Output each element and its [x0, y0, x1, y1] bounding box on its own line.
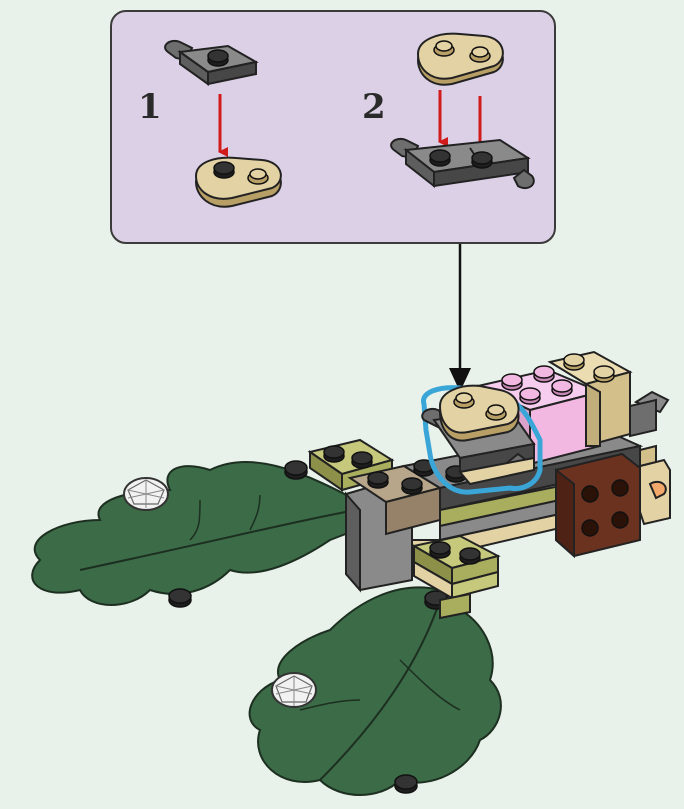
substep-1-tan-oval-plate [194, 156, 282, 208]
substep-1-clip-plate [164, 40, 259, 86]
left-leaf [31, 460, 357, 608]
callout-arrow-head [449, 368, 471, 392]
gray-clip-right [629, 390, 670, 438]
tan-pieces-right [639, 444, 671, 526]
gem-left [123, 477, 169, 511]
brown-tile [555, 452, 641, 559]
bottom-leaf [248, 586, 502, 796]
substep-2-tan-oval-plate [416, 32, 504, 86]
tan-brick [547, 350, 633, 448]
gem-right [271, 672, 317, 708]
olive-plates-bottom [411, 534, 501, 620]
substep-2-double-clip-plates [390, 138, 535, 190]
substep-number-1: 1 [138, 87, 162, 127]
new-subassembly-highlighted [421, 384, 543, 495]
substep-number-2: 2 [362, 87, 386, 127]
